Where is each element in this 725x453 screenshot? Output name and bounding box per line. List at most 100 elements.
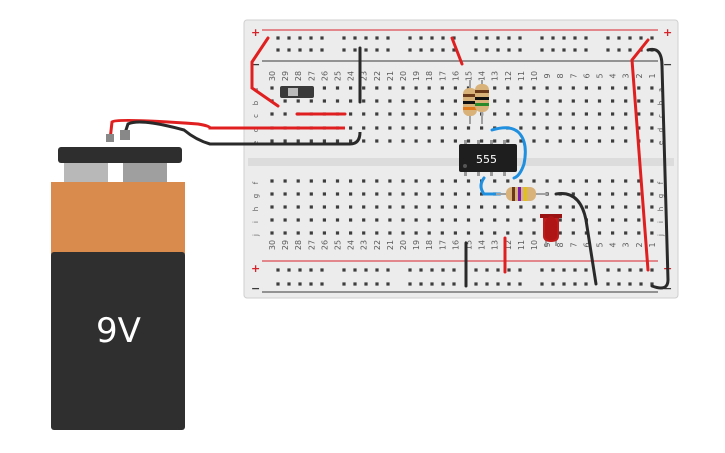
breadboard-hole <box>427 218 431 222</box>
breadboard-hole <box>466 205 471 209</box>
breadboard-hole <box>270 139 274 143</box>
resistor-icon[interactable] <box>463 80 489 124</box>
battery-terminal-right <box>123 163 167 183</box>
breadboard-hole <box>375 205 379 209</box>
rail-hole <box>584 268 588 272</box>
resistor-horizontal[interactable] <box>496 187 548 201</box>
breadboard-hole <box>296 139 300 143</box>
breadboard-hole <box>466 86 471 90</box>
breadboard-hole <box>401 139 405 143</box>
slide-switch-icon[interactable] <box>280 86 314 98</box>
black-wire-right-vertical <box>646 47 670 290</box>
battery-icon[interactable]: 9V <box>51 130 185 430</box>
breadboard-hole <box>611 126 615 130</box>
breadboard-hole <box>453 99 457 103</box>
breadboard-hole <box>362 205 366 209</box>
breadboard-hole <box>624 126 628 130</box>
breadboard-hole <box>493 179 497 183</box>
breadboard-hole <box>309 231 313 235</box>
rail-hole <box>474 282 478 286</box>
breadboard-hole <box>637 205 641 209</box>
breadboard-hole <box>637 231 641 235</box>
breadboard-hole <box>493 112 497 116</box>
breadboard-holes <box>270 36 654 286</box>
breadboard-hole <box>466 126 471 130</box>
column-number-label: 7 <box>569 242 578 247</box>
rail-hole <box>551 282 555 286</box>
rail-hole <box>551 36 555 40</box>
breadboard-hole <box>597 179 602 183</box>
row-letter-label: h <box>657 207 665 211</box>
breadboard-hole <box>519 179 523 183</box>
breadboard-hole <box>335 179 340 183</box>
rail-hole <box>298 36 302 40</box>
breadboard-hole <box>375 139 379 143</box>
breadboard-hole <box>427 126 431 130</box>
column-number-label: 18 <box>425 71 434 81</box>
breadboard-hole <box>571 231 575 235</box>
breadboard-hole <box>480 218 484 222</box>
breadboard-hole <box>571 112 575 116</box>
breadboard-hole <box>597 126 602 130</box>
breadboard-hole <box>375 112 379 116</box>
column-number-label: 30 <box>268 71 277 81</box>
rail-hole <box>650 268 654 272</box>
rail-hole <box>606 282 610 286</box>
rail-hole <box>430 268 434 272</box>
rail-hole <box>298 282 302 286</box>
red-wire-resistor <box>450 36 464 66</box>
rail-hole <box>408 48 412 52</box>
rail-hole <box>342 48 346 52</box>
rail-hole <box>276 48 280 52</box>
wires <box>108 36 670 290</box>
breadboard-hole <box>375 218 379 222</box>
rail-hole <box>408 268 412 272</box>
breadboard-hole <box>611 179 615 183</box>
rail-hole <box>441 282 445 286</box>
row-letter-label: j <box>657 234 665 237</box>
battery-label: 9V <box>96 311 141 351</box>
breadboard-hole <box>597 231 602 235</box>
rail-hole <box>342 268 346 272</box>
breadboard-hole <box>637 179 641 183</box>
breadboard-hole <box>611 192 615 196</box>
rail-hole <box>496 268 500 272</box>
breadboard-hole <box>349 218 353 222</box>
breadboard-hole <box>414 231 418 235</box>
breadboard-hole <box>401 205 405 209</box>
column-number-label: 28 <box>294 240 303 250</box>
breadboard-hole <box>440 205 444 209</box>
breadboard-hole <box>624 139 628 143</box>
rail-hole <box>628 36 632 40</box>
rail-hole <box>441 268 445 272</box>
breadboard-hole <box>650 139 654 143</box>
breadboard-hole <box>506 86 510 90</box>
rail-hole <box>540 48 544 52</box>
breadboard-hole <box>414 218 418 222</box>
breadboard-hole <box>597 205 602 209</box>
breadboard-hole <box>349 126 353 130</box>
breadboard-hole <box>480 192 484 196</box>
breadboard-hole <box>401 179 405 183</box>
breadboard-hole <box>349 205 353 209</box>
rail-hole <box>540 36 544 40</box>
rail-hole <box>485 36 489 40</box>
rail-hole <box>375 268 379 272</box>
column-number-label: 3 <box>622 242 631 247</box>
breadboard-hole <box>296 99 300 103</box>
breadboard-hole <box>453 126 457 130</box>
led-icon[interactable] <box>540 214 562 246</box>
column-number-label: 10 <box>530 240 539 250</box>
breadboard-hole <box>388 126 392 130</box>
top-right-plus-label: + <box>663 26 672 39</box>
breadboard-hole <box>427 231 431 235</box>
ic-chip-icon[interactable]: 555 <box>459 140 517 176</box>
breadboard-hole <box>270 192 274 196</box>
rail-hole <box>320 268 324 272</box>
breadboard-hole <box>362 99 366 103</box>
breadboard-hole <box>270 231 274 235</box>
rail-hole <box>617 282 621 286</box>
breadboard-hole <box>558 231 562 235</box>
breadboard-hole <box>637 218 641 222</box>
